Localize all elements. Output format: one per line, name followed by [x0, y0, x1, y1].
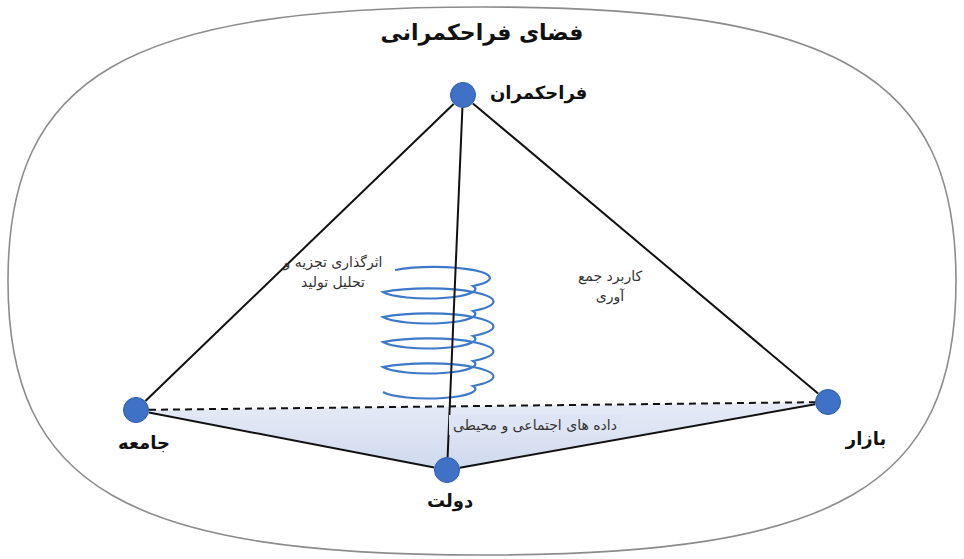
- face-label: اثرگذاری تجزیه و تحلیل تولید: [283, 252, 383, 293]
- pyramid-edge: [460, 404, 815, 467]
- pyramid-edge: [473, 103, 818, 393]
- vertex-label: دولت: [427, 490, 473, 512]
- vertex-dot: [815, 389, 841, 415]
- vertex-dot: [123, 397, 149, 423]
- vertex-dot: [450, 82, 476, 108]
- pyramid-edge: [448, 108, 463, 457]
- pyramid-edge: [145, 104, 453, 401]
- vertex-label: فراحکمران: [490, 82, 587, 104]
- dashed-edge: [149, 402, 815, 410]
- vertex-dot: [434, 457, 460, 483]
- vertex-label: بازار: [846, 428, 886, 450]
- region-title: فضای فراحکمرانی: [381, 20, 584, 46]
- spiral-symbol: [383, 267, 493, 399]
- base-face: [136, 402, 828, 470]
- face-label: کاربرد جمع آوری: [577, 266, 643, 307]
- face-label: داده های اجتماعی و محیطی: [449, 415, 621, 435]
- vertex-label: جامعه: [118, 432, 170, 454]
- pyramid-edge: [149, 413, 434, 468]
